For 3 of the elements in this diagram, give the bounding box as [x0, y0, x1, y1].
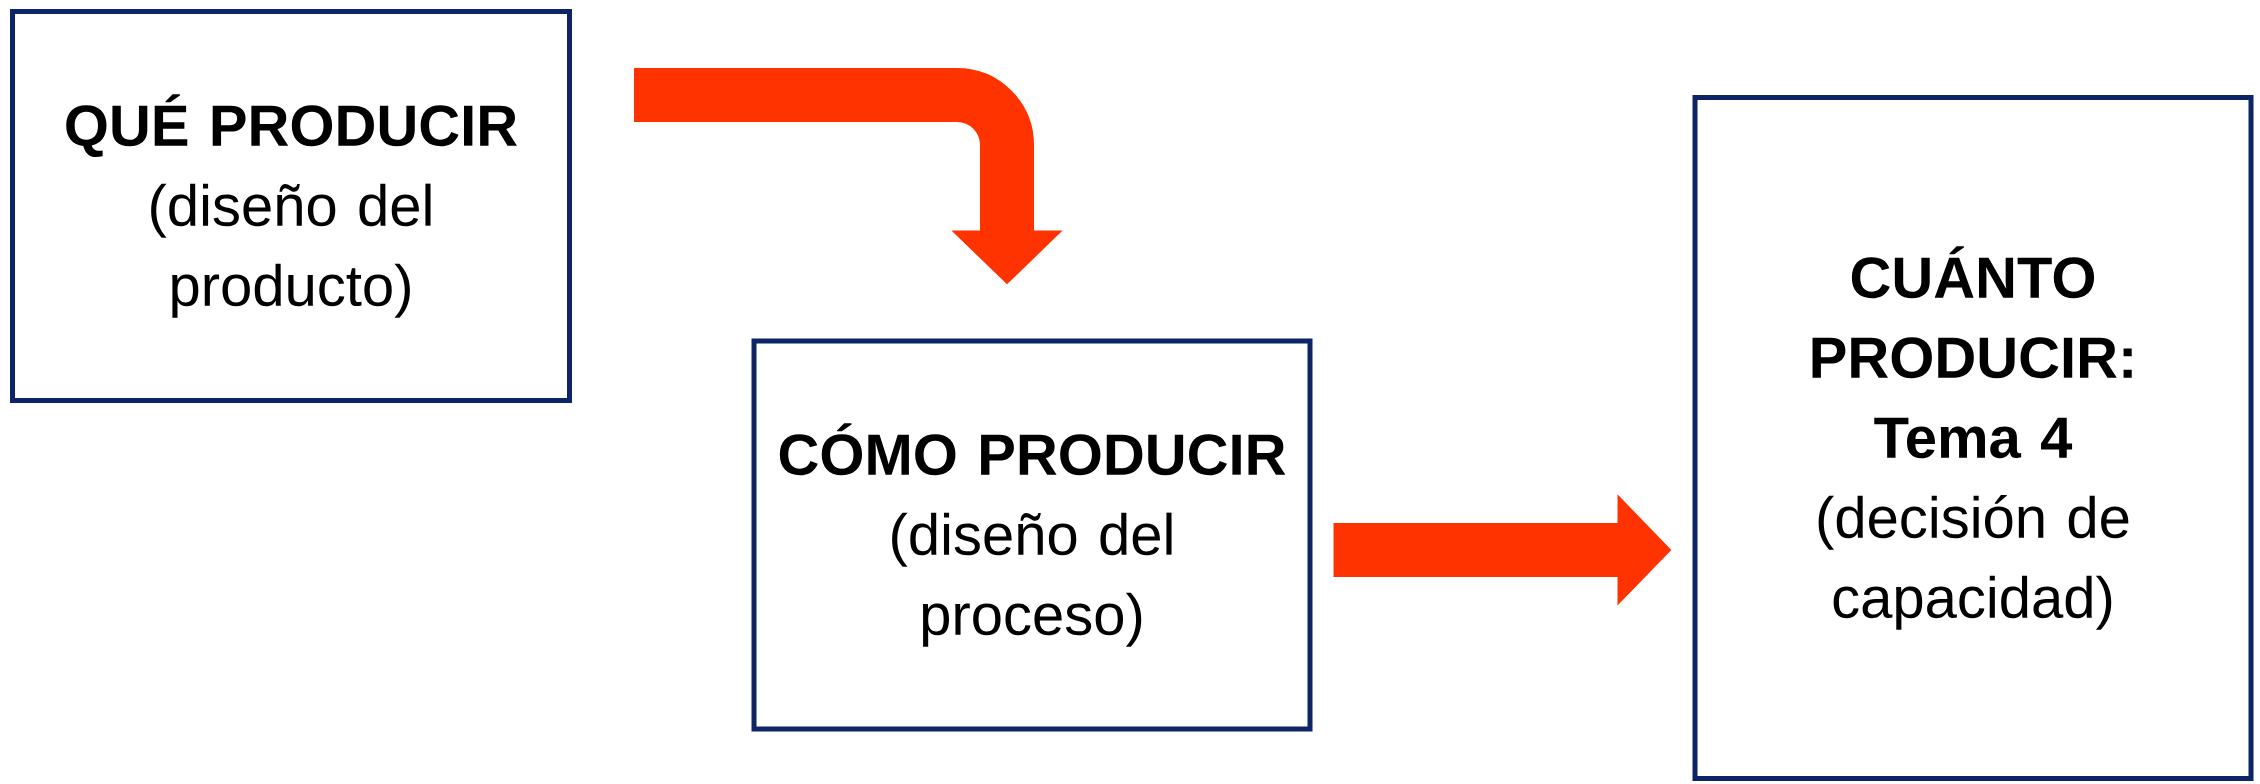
process-box: CÓMO PRODUCIR (diseño del proceso) — [751, 338, 1313, 732]
process-box: CUÁNTO PRODUCIR: Tema 4 (decisión de capacidad) — [1692, 95, 2254, 781]
process-box: QUÉ PRODUCIR (diseño del producto) — [10, 9, 572, 403]
